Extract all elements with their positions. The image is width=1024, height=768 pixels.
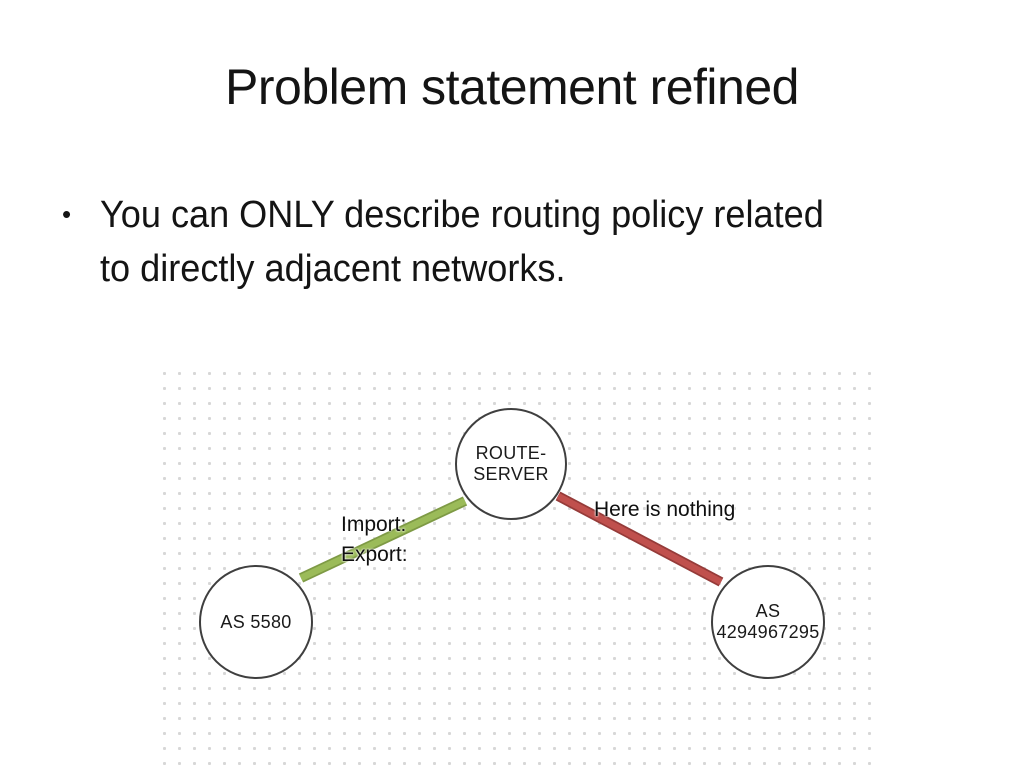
node-as-4294967295-label: AS 4294967295 [716,601,820,642]
import-export-edge [299,498,467,581]
export-label: Export: [341,543,408,566]
bullet-item: • You can ONLY describe routing policy r… [62,189,972,297]
node-route-server: ROUTE- SERVER [455,408,567,520]
here-is-nothing-label: Here is nothing [594,498,736,521]
node-route-server-label: ROUTE- SERVER [473,443,549,484]
bullet-marker: • [62,199,72,229]
network-diagram: ROUTE- SERVER AS 5580 AS 4294967295 Impo… [154,362,871,768]
diagram-edges [298,491,724,587]
bullet-text: You can ONLY describe routing policy rel… [100,194,824,290]
node-as-5580-label: AS 5580 [220,611,292,632]
node-as-4294967295: AS 4294967295 [711,565,825,679]
import-label: Import: [341,513,407,536]
slide-title: Problem statement refined [225,59,799,115]
node-as-5580: AS 5580 [199,565,313,679]
here-is-nothing-edge [556,493,723,585]
